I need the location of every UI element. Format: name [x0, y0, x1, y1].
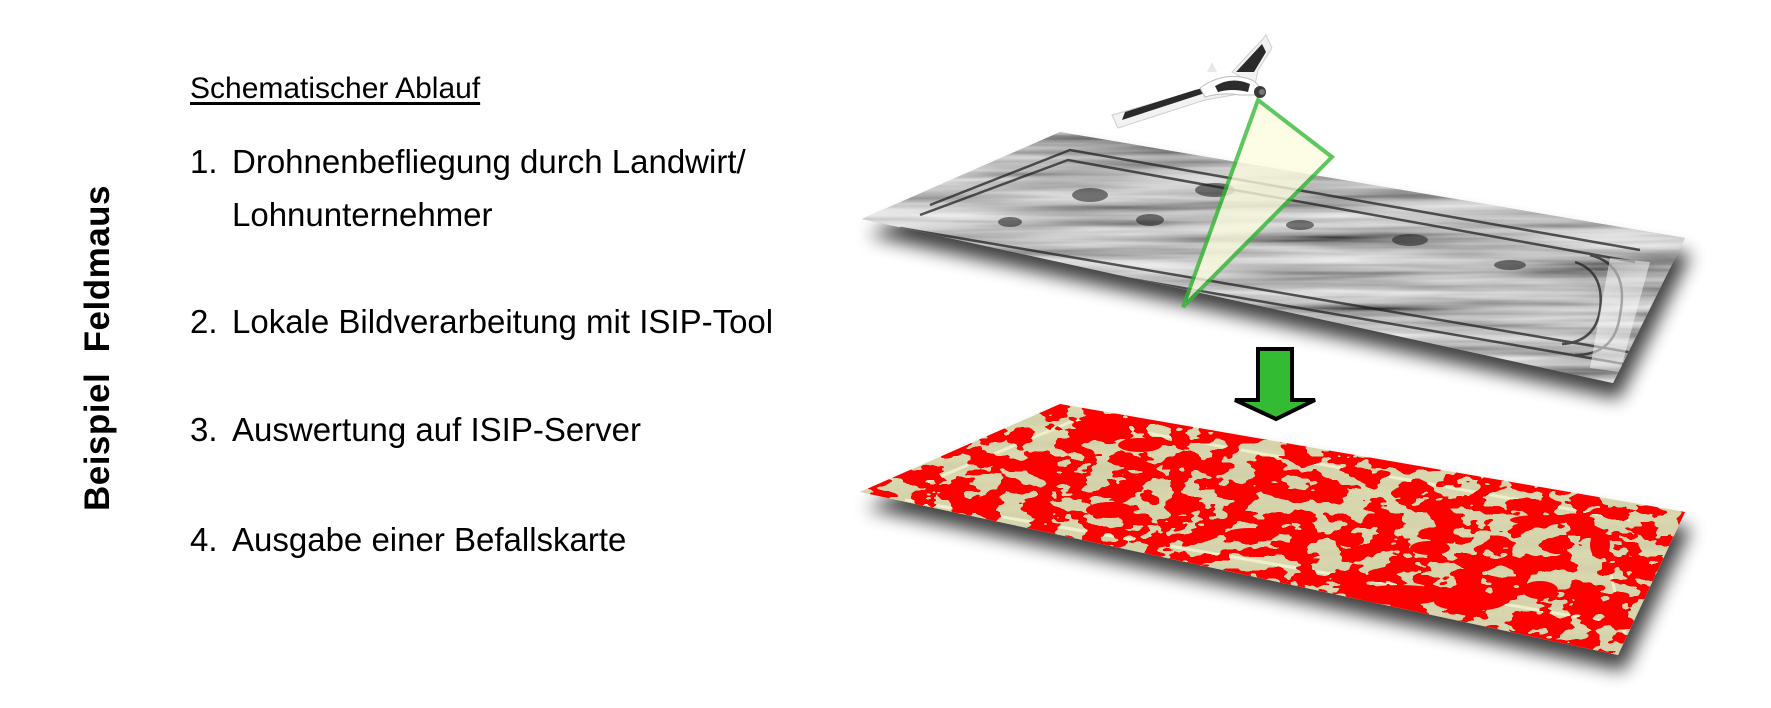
step-number: 2.: [190, 303, 218, 340]
step-number: 1.: [190, 143, 218, 180]
section-heading: Schematischer Ablauf: [190, 72, 481, 105]
step-number: 3.: [190, 411, 218, 448]
step-number: 4.: [190, 521, 218, 558]
step-text: Ausgabe einer Befallskarte: [232, 521, 627, 558]
step-text: Auswertung auf ISIP-Server: [232, 411, 642, 448]
step-2: 2. Lokale Bildverarbeitung mit ISIP-Tool: [190, 303, 773, 341]
drone-icon: [1111, 34, 1273, 129]
infestation-map: [860, 404, 1685, 655]
step-text: Drohnenbefliegung durch Landwirt/: [232, 143, 746, 180]
process-arrow-icon: [1234, 347, 1316, 422]
step-4: 4. Ausgabe einer Befallskarte: [190, 521, 626, 559]
step-1: 1. Drohnenbefliegung durch Landwirt/ Lohn…: [190, 143, 746, 233]
step-text: Lokale Bildverarbeitung mit ISIP-Tool: [232, 303, 774, 340]
step-3: 3. Auswertung auf ISIP-Server: [190, 411, 641, 449]
camera-view-cone: [1181, 96, 1336, 309]
step-text-continuation: Lohnunternehmer: [232, 196, 493, 233]
